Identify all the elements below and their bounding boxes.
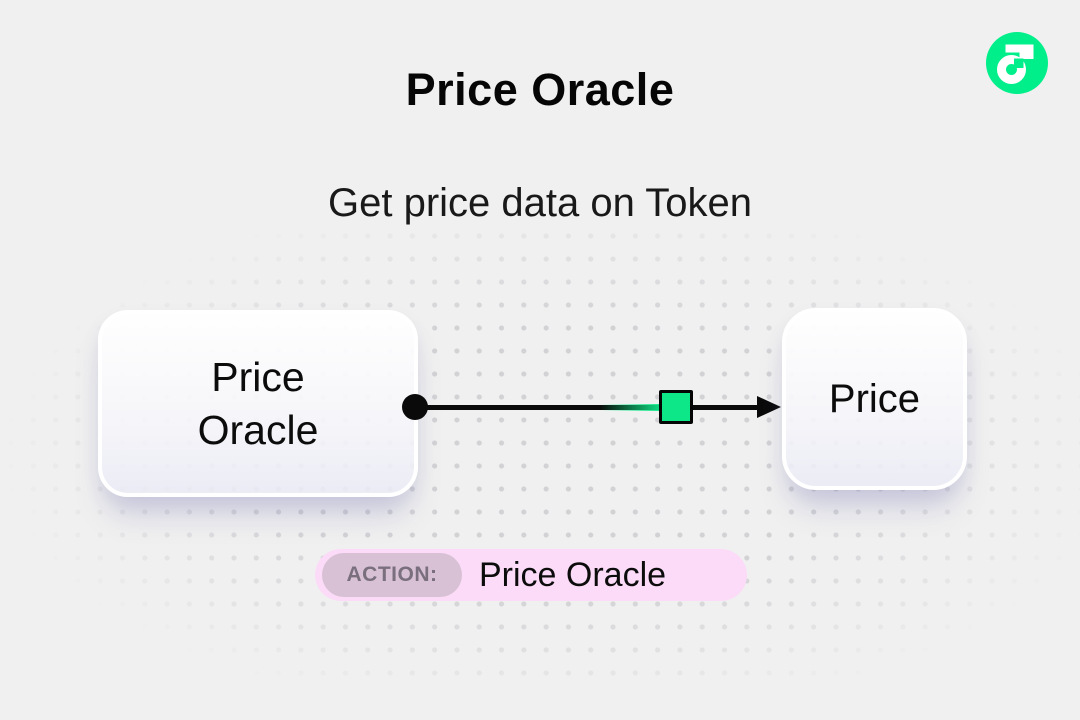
connector-arrowhead-icon xyxy=(757,396,781,418)
page-title: Price Oracle xyxy=(405,64,675,115)
flow-logo-icon xyxy=(986,32,1048,94)
source-node-label-line1: Price xyxy=(211,353,305,400)
connector-handle-square xyxy=(659,390,693,424)
page-subtitle: Get price data on Token xyxy=(328,181,752,225)
source-node-price-oracle: Price Oracle xyxy=(98,310,418,497)
connector-green-glow xyxy=(600,404,660,411)
action-badge-value: Price Oracle xyxy=(479,555,667,594)
target-node-price: Price xyxy=(782,308,967,490)
connector-line xyxy=(415,405,760,410)
action-badge-label: ACTION: xyxy=(322,553,462,597)
source-node-label-line2: Oracle xyxy=(197,406,319,453)
target-node-label: Price xyxy=(828,376,921,421)
action-badge: ACTION: Price Oracle xyxy=(315,549,747,601)
source-node-label: Price Oracle xyxy=(198,351,319,457)
